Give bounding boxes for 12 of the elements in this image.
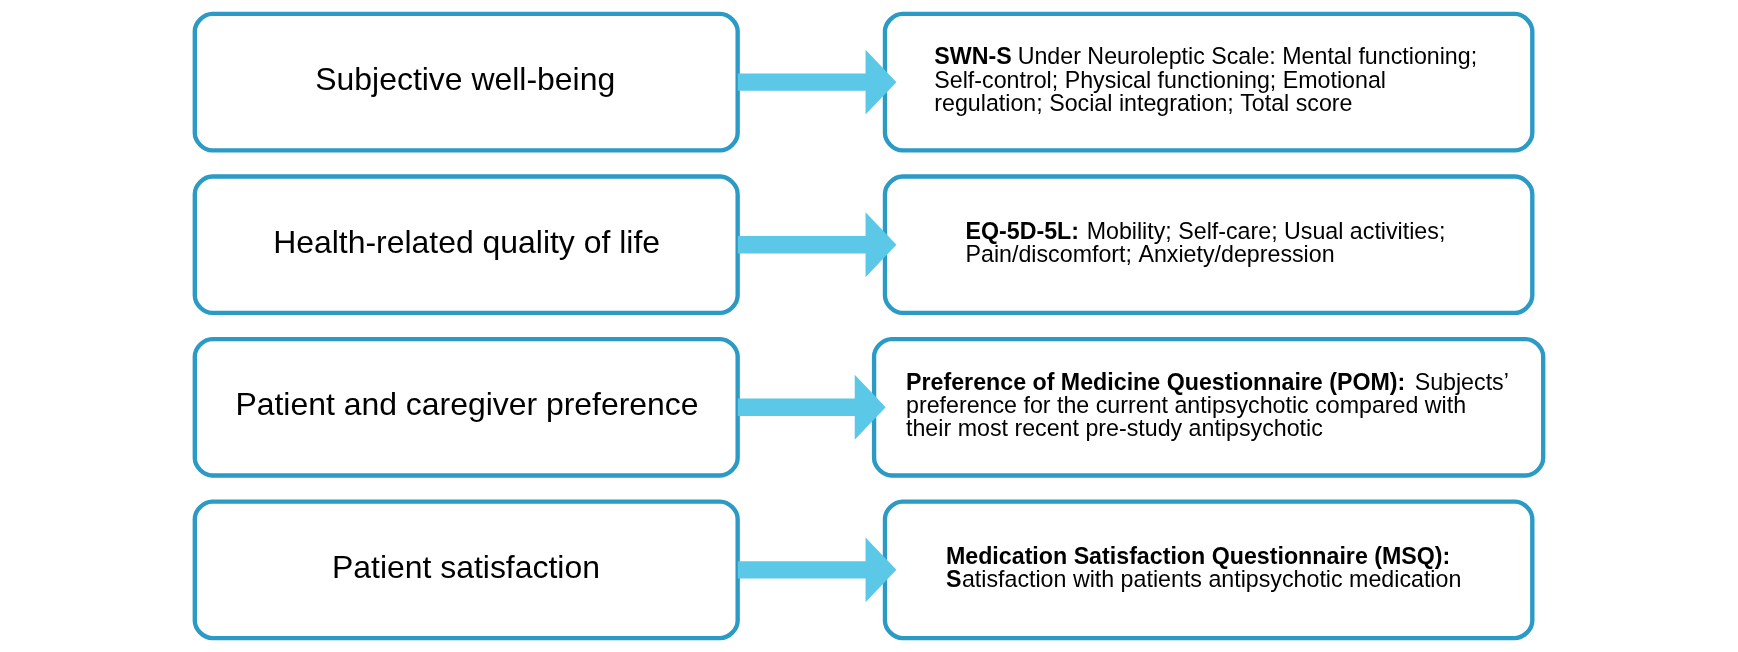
node-box: Preference of Medicine Questionnaire (POM): Subjects’ preference for the current antipsychotic compared with their most recent pre-study antipsychotic [871,336,1546,478]
node-box: EQ-5D-5L: Mobility; Self-care; Usual activities; Pain/discomfort; Anxiety/depression [882,174,1535,316]
arrow [737,49,897,115]
node-box: SWN-S Under Neuroleptic Scale: Mental functioning; Self-control; Physical functioning; Emotional regulation; Social integration; Total score [882,11,1535,153]
node-box: Health-related quality of life [192,174,740,316]
arrow [737,212,897,278]
node-box: Medication Satisfaction Questionnaire (MSQ): Satisfaction with patients antipsychotic medication [882,499,1535,641]
arrow [737,374,886,440]
arrow [737,537,897,603]
node-box: Patient satisfaction [192,499,740,641]
node-box: Patient and caregiver preference [192,336,740,478]
node-box: Subjective well-being [192,11,740,153]
